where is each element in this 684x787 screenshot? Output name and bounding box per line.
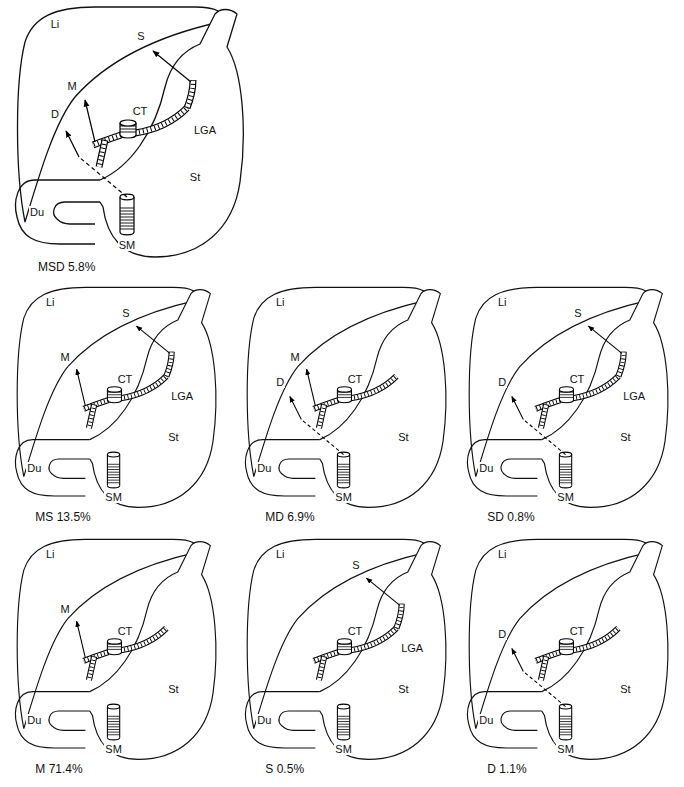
organ-label: St (397, 431, 409, 443)
organ-label: Du (478, 462, 494, 474)
artery-label: CT (347, 625, 364, 637)
artery-label: D (50, 108, 60, 120)
artery-label: CT (569, 373, 586, 385)
artery-label: LGA (193, 124, 217, 136)
artery-label: S (351, 559, 360, 571)
organ-label: Du (26, 462, 42, 474)
organ-label: Li (45, 548, 56, 560)
variant-caption: SD 0.8% (486, 510, 535, 524)
artery-label: SM (334, 491, 353, 503)
organ-label: Du (256, 714, 272, 726)
artery-label: D (497, 376, 507, 388)
variant-panel (16, 539, 216, 759)
organ-label: St (619, 683, 631, 695)
variant-caption: S 0.5% (264, 762, 305, 776)
artery-label: SM (556, 743, 575, 755)
artery-label: CT (117, 625, 134, 637)
variant-caption: MSD 5.8% (37, 260, 96, 274)
artery-label: SM (104, 491, 123, 503)
artery-label: S (121, 307, 130, 319)
artery-label: D (275, 376, 285, 388)
artery-label: M (60, 351, 71, 363)
organ-label: St (397, 683, 409, 695)
variant-panel (468, 287, 668, 507)
artery-label: CT (347, 373, 364, 385)
organ-label: Li (497, 296, 508, 308)
organ-label: Du (29, 206, 45, 218)
artery-label: SM (556, 491, 575, 503)
variant-panel (16, 287, 216, 507)
organ-label: Li (50, 18, 61, 30)
organ-label: Li (45, 296, 56, 308)
artery-label: SM (334, 743, 353, 755)
variant-caption: MS 13.5% (34, 510, 91, 524)
artery-label: SM (104, 743, 123, 755)
organ-label: St (189, 171, 201, 183)
artery-label: CT (132, 105, 149, 117)
organ-label: St (167, 431, 179, 443)
artery-label: M (290, 351, 301, 363)
organ-label: Du (256, 462, 272, 474)
artery-label: CT (117, 373, 134, 385)
organ-label: Li (275, 548, 286, 560)
variant-panel (16, 7, 244, 257)
variant-caption: D 1.1% (486, 762, 527, 776)
artery-label: M (66, 80, 77, 92)
organ-label: Li (275, 296, 286, 308)
organ-label: Li (497, 548, 508, 560)
artery-label: LGA (400, 642, 424, 654)
organ-label: St (619, 431, 631, 443)
organ-label: St (167, 683, 179, 695)
artery-label: LGA (170, 390, 194, 402)
variant-panel (468, 539, 668, 759)
artery-label: S (136, 30, 145, 42)
artery-label: SM (118, 239, 137, 251)
artery-label: CT (569, 625, 586, 637)
artery-label: M (60, 603, 71, 615)
artery-label: LGA (622, 390, 646, 402)
artery-label: S (573, 307, 582, 319)
variant-caption: M 71.4% (34, 762, 83, 776)
organ-label: Du (26, 714, 42, 726)
variant-panel (246, 287, 446, 507)
artery-label: D (497, 628, 507, 640)
variant-caption: MD 6.9% (264, 510, 315, 524)
organ-label: Du (478, 714, 494, 726)
variant-panel (246, 539, 446, 759)
